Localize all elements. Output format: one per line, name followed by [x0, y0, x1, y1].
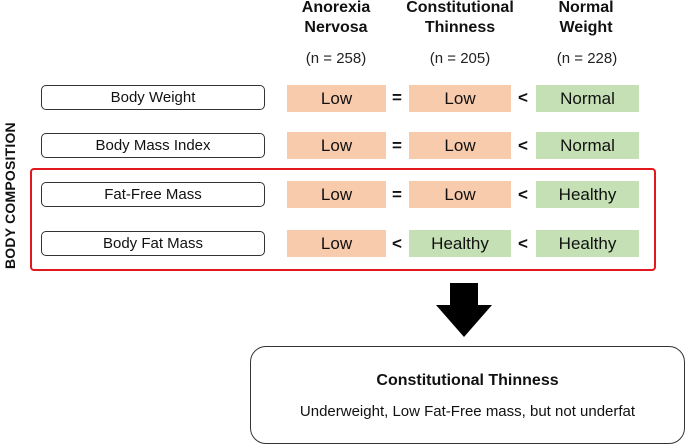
column-header-normal-weight: Normal Weight — [533, 0, 639, 38]
row-label-body-weight: Body Weight — [41, 85, 265, 110]
count-constitutional-thinness: (n = 205) — [429, 50, 491, 67]
operator-equal: = — [392, 136, 402, 155]
cell-constitutional-fat-free-mass: Low — [409, 181, 511, 208]
conclusion-title: Constitutional Thinness — [376, 372, 559, 389]
column-header-constitutional-thinness: Constitutional Thinness — [392, 0, 528, 38]
operator-less-than: < — [392, 234, 402, 253]
row-label-body-mass-index: Body Mass Index — [41, 133, 265, 158]
column-header-line2: Thinness — [424, 19, 496, 36]
operator-less-than: < — [518, 234, 528, 253]
column-header-line1: Constitutional — [406, 0, 514, 16]
cell-normal-bmi: Normal — [536, 132, 639, 159]
operator-less-than: < — [518, 88, 528, 107]
body-composition-label: BODY COMPOSITION — [2, 122, 18, 269]
column-header-anorexia-nervosa: Anorexia Nervosa — [286, 0, 386, 38]
column-header-line2: Weight — [559, 19, 613, 36]
row-label-body-fat-mass: Body Fat Mass — [41, 231, 265, 256]
count-anorexia-nervosa: (n = 258) — [305, 50, 367, 67]
cell-anorexia-body-weight: Low — [287, 85, 386, 112]
down-arrow-icon — [436, 283, 492, 337]
operator-less-than: < — [518, 185, 528, 204]
conclusion-text: Underweight, Low Fat-Free mass, but not … — [299, 403, 636, 420]
operator-equal: = — [392, 88, 402, 107]
cell-constitutional-bmi: Low — [409, 132, 511, 159]
operator-equal: = — [392, 185, 402, 204]
cell-constitutional-body-fat-mass: Healthy — [409, 230, 511, 257]
cell-anorexia-body-fat-mass: Low — [287, 230, 386, 257]
operator-less-than: < — [518, 136, 528, 155]
cell-normal-fat-free-mass: Healthy — [536, 181, 639, 208]
column-header-line1: Normal — [558, 0, 614, 16]
cell-normal-body-weight: Normal — [536, 85, 639, 112]
count-normal-weight: (n = 228) — [556, 50, 618, 67]
cell-constitutional-body-weight: Low — [409, 85, 511, 112]
highlight-box — [30, 168, 656, 271]
cell-anorexia-fat-free-mass: Low — [287, 181, 386, 208]
cell-normal-body-fat-mass: Healthy — [536, 230, 639, 257]
row-label-fat-free-mass: Fat-Free Mass — [41, 182, 265, 207]
column-header-line1: Anorexia — [301, 0, 371, 16]
column-header-line2: Nervosa — [304, 19, 368, 36]
cell-anorexia-bmi: Low — [287, 132, 386, 159]
conclusion-box: Constitutional Thinness Underweight, Low… — [250, 346, 685, 444]
